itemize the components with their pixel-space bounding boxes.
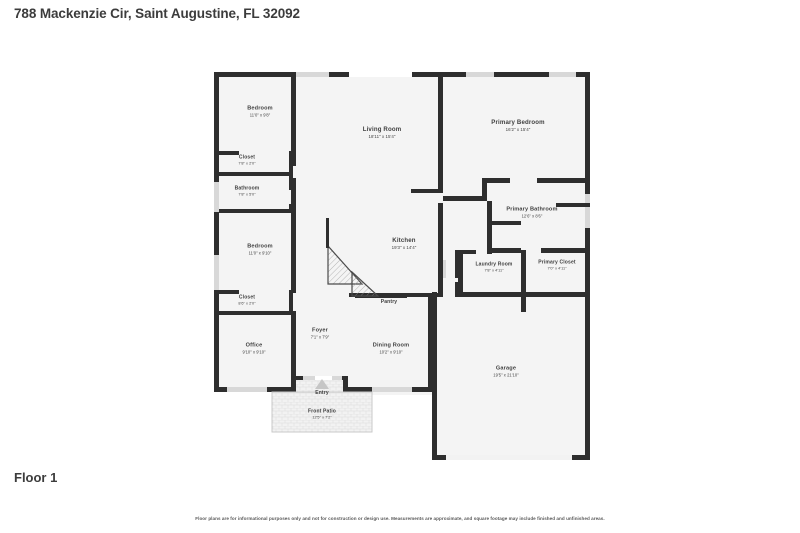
floor-label: Floor 1 bbox=[14, 470, 58, 485]
entry-arrow-icon bbox=[315, 379, 329, 389]
exterior-walls bbox=[214, 72, 590, 460]
front-patio-fill bbox=[272, 392, 372, 432]
door-swings bbox=[326, 218, 446, 297]
room-fills bbox=[214, 72, 590, 460]
page-title: 788 Mackenzie Cir, Saint Augustine, FL 3… bbox=[14, 6, 300, 21]
interior-walls bbox=[219, 77, 590, 392]
patio-outline bbox=[271, 391, 373, 433]
disclaimer-text: Floor plans are for informational purpos… bbox=[195, 516, 605, 521]
